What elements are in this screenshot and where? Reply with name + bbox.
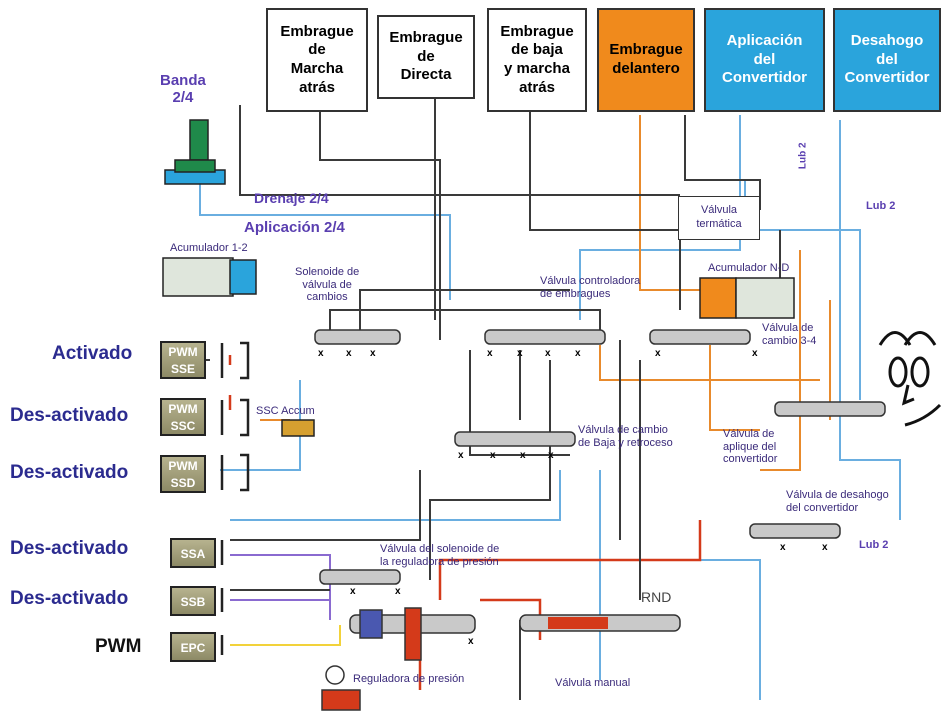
thermal-valve-box: Válvula termática bbox=[678, 196, 760, 240]
converter-apply-valve-label: Válvula de aplique del convertidor bbox=[723, 428, 778, 466]
converter-release-box: Desahogo del Convertidor bbox=[833, 8, 941, 112]
ssb-state-label: Des-activado bbox=[10, 588, 129, 609]
port-mark: x bbox=[575, 348, 581, 359]
port-mark: x bbox=[752, 348, 758, 359]
ssa-state-label: Des-activado bbox=[10, 538, 129, 559]
reverse-clutch-box: Embrague de Marcha atrás bbox=[266, 8, 368, 112]
port-mark: x bbox=[545, 348, 551, 359]
ssd-state-label: Des-activado bbox=[10, 462, 129, 483]
pressure-regulator-label: Reguladora de presión bbox=[353, 673, 465, 685]
port-mark: x bbox=[490, 450, 496, 461]
lub2-top-label: Lub 2 bbox=[866, 200, 896, 212]
lub2-bottom-label: Lub 2 bbox=[859, 539, 889, 551]
drain-label: Drenaje 2/4 bbox=[254, 190, 329, 206]
lub2-vertical-label: Lub 2 bbox=[797, 142, 809, 170]
epc-solenoid: EPC bbox=[170, 632, 216, 662]
band-label: Banda 2/4 bbox=[160, 72, 206, 107]
accumulator-nd-label: Acumulador N-D bbox=[708, 262, 790, 274]
pressure-solenoid-valve-label: Válvula del solenoide de la reguladora d… bbox=[380, 543, 500, 568]
shift-solenoid-label: Solenoide de válvula de cambios bbox=[295, 266, 360, 304]
port-mark: x bbox=[548, 450, 554, 461]
accumulator-12-label: Acumulador 1-2 bbox=[170, 242, 248, 254]
ssc-accum-label: SSC Accum bbox=[256, 405, 315, 417]
ssa-solenoid: SSA bbox=[170, 538, 216, 568]
port-mark: x bbox=[346, 348, 352, 359]
shift-34-valve-label: Válvula de cambio 3-4 bbox=[762, 322, 817, 347]
port-mark: x bbox=[517, 348, 523, 359]
port-mark: x bbox=[780, 542, 786, 553]
rnd-label: RND bbox=[641, 589, 672, 605]
direct-clutch-box: Embrague de Directa bbox=[377, 15, 475, 99]
apply-label: Aplicación 2/4 bbox=[244, 219, 345, 236]
forward-clutch-box: Embrague delantero bbox=[597, 8, 695, 112]
port-mark: x bbox=[822, 542, 828, 553]
port-mark: x bbox=[468, 636, 474, 647]
clutch-control-valve-label: Válvula controladora de embragues bbox=[540, 275, 641, 300]
converter-apply-box: Aplicación del Convertidor bbox=[704, 8, 825, 112]
port-mark: x bbox=[520, 450, 526, 461]
port-mark: x bbox=[370, 348, 376, 359]
low-reverse-clutch-box: Embrague de baja y marcha atrás bbox=[487, 8, 587, 112]
port-mark: x bbox=[458, 450, 464, 461]
port-mark: x bbox=[395, 586, 401, 597]
port-mark: x bbox=[655, 348, 661, 359]
converter-release-valve-label: Válvula de desahogo del convertidor bbox=[786, 489, 889, 514]
ssc-state-label: Des-activado bbox=[10, 405, 129, 426]
ssb-solenoid: SSB bbox=[170, 586, 216, 616]
port-mark: x bbox=[350, 586, 356, 597]
port-mark: x bbox=[487, 348, 493, 359]
low-reverse-valve-label: Válvula de cambio de Baja y retroceso bbox=[578, 424, 673, 449]
manual-valve-label: Válvula manual bbox=[555, 677, 631, 689]
epc-state-label: PWM bbox=[95, 636, 142, 657]
sse-state-label: Activado bbox=[52, 343, 133, 364]
port-mark: x bbox=[318, 348, 324, 359]
